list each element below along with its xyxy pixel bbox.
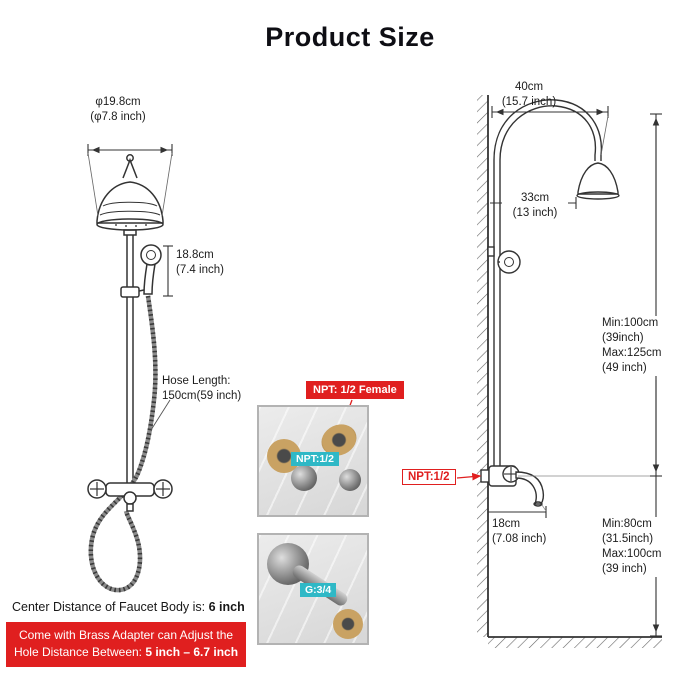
adapter-note-line2: Hole Distance Between: 5 inch – 6.7 inch [9, 644, 243, 661]
upper-height-line1: Min:100cm [602, 317, 659, 329]
head-diameter-label: φ19.8cm (φ7.8 inch) [72, 95, 164, 125]
center-distance-value: 6 inch [208, 600, 245, 614]
adapter-note-line1: Come with Brass Adapter can Adjust the [18, 628, 234, 642]
hose-length-line1: Hose Length: [162, 375, 231, 387]
head-offset-label: 33cm (13 inch) [502, 191, 568, 221]
reach-label: 40cm (15.7 inch) [490, 80, 568, 110]
g34-tag: G:3/4 [300, 583, 337, 597]
reach-line1: 40cm [514, 81, 544, 93]
hand-shower-length-label: 18.8cm (7.4 inch) [176, 248, 246, 278]
page-title: Product Size [265, 22, 435, 52]
hose-length-label: Hose Length: 150cm(59 inch) [162, 374, 262, 404]
head-offset-line1: 33cm [520, 192, 550, 204]
reach-line2: (15.7 inch) [501, 95, 557, 108]
spout-reach-label: 18cm (7.08 inch) [492, 517, 562, 547]
center-distance-note: Center Distance of Faucet Body is: 6 inc… [12, 600, 245, 614]
npt-female-tag: NPT: 1/2 Female [306, 381, 404, 400]
adapter-note-line2-text: Hole Distance Between: [13, 645, 146, 660]
npt-half-tag: NPT:1/2 [291, 452, 339, 466]
spout-reach-line1: 18cm [492, 518, 521, 530]
side-view-drawing [477, 95, 662, 648]
faucet-height-line1: Min:80cm [602, 518, 652, 530]
hand-shower-line2: (7.4 inch) [176, 263, 224, 276]
hose-length-line2: 150cm(59 inch) [162, 389, 242, 402]
steel-fitting-image [291, 465, 317, 491]
small-fitting-image [339, 469, 361, 491]
faucet-height-line2: (31.5inch) [602, 532, 654, 545]
upper-height-line2: (39inch) [602, 331, 644, 344]
center-distance-text: Center Distance of Faucet Body is: [12, 600, 209, 614]
adapter-note-line2-value: 5 inch – 6.7 inch [145, 645, 239, 660]
hand-shower-line1: 18.8cm [176, 249, 214, 261]
upper-height-label: Min:100cm (39inch) Max:125cm (49 inch) [600, 316, 662, 376]
head-diameter-line2: (φ7.8 inch) [90, 110, 146, 123]
head-offset-line2: (13 inch) [512, 206, 558, 219]
faucet-height-label: Min:80cm (31.5inch) Max:100cm (39 inch) [600, 517, 662, 577]
spout-reach-line2: (7.08 inch) [492, 532, 547, 545]
brass-nut-image [333, 609, 363, 639]
faucet-height-line3: Max:100cm [602, 547, 662, 560]
npt-connection-tag: NPT:1/2 [402, 469, 456, 485]
front-view-dimensions [87, 144, 173, 431]
adapter-note-box: Come with Brass Adapter can Adjust the H… [6, 622, 246, 667]
faucet-height-line4: (39 inch) [602, 562, 647, 575]
upper-height-line4: (49 inch) [602, 361, 647, 374]
head-diameter-line1: φ19.8cm [95, 96, 141, 108]
front-view-drawing [87, 154, 173, 593]
upper-height-line3: Max:125cm [602, 346, 662, 359]
